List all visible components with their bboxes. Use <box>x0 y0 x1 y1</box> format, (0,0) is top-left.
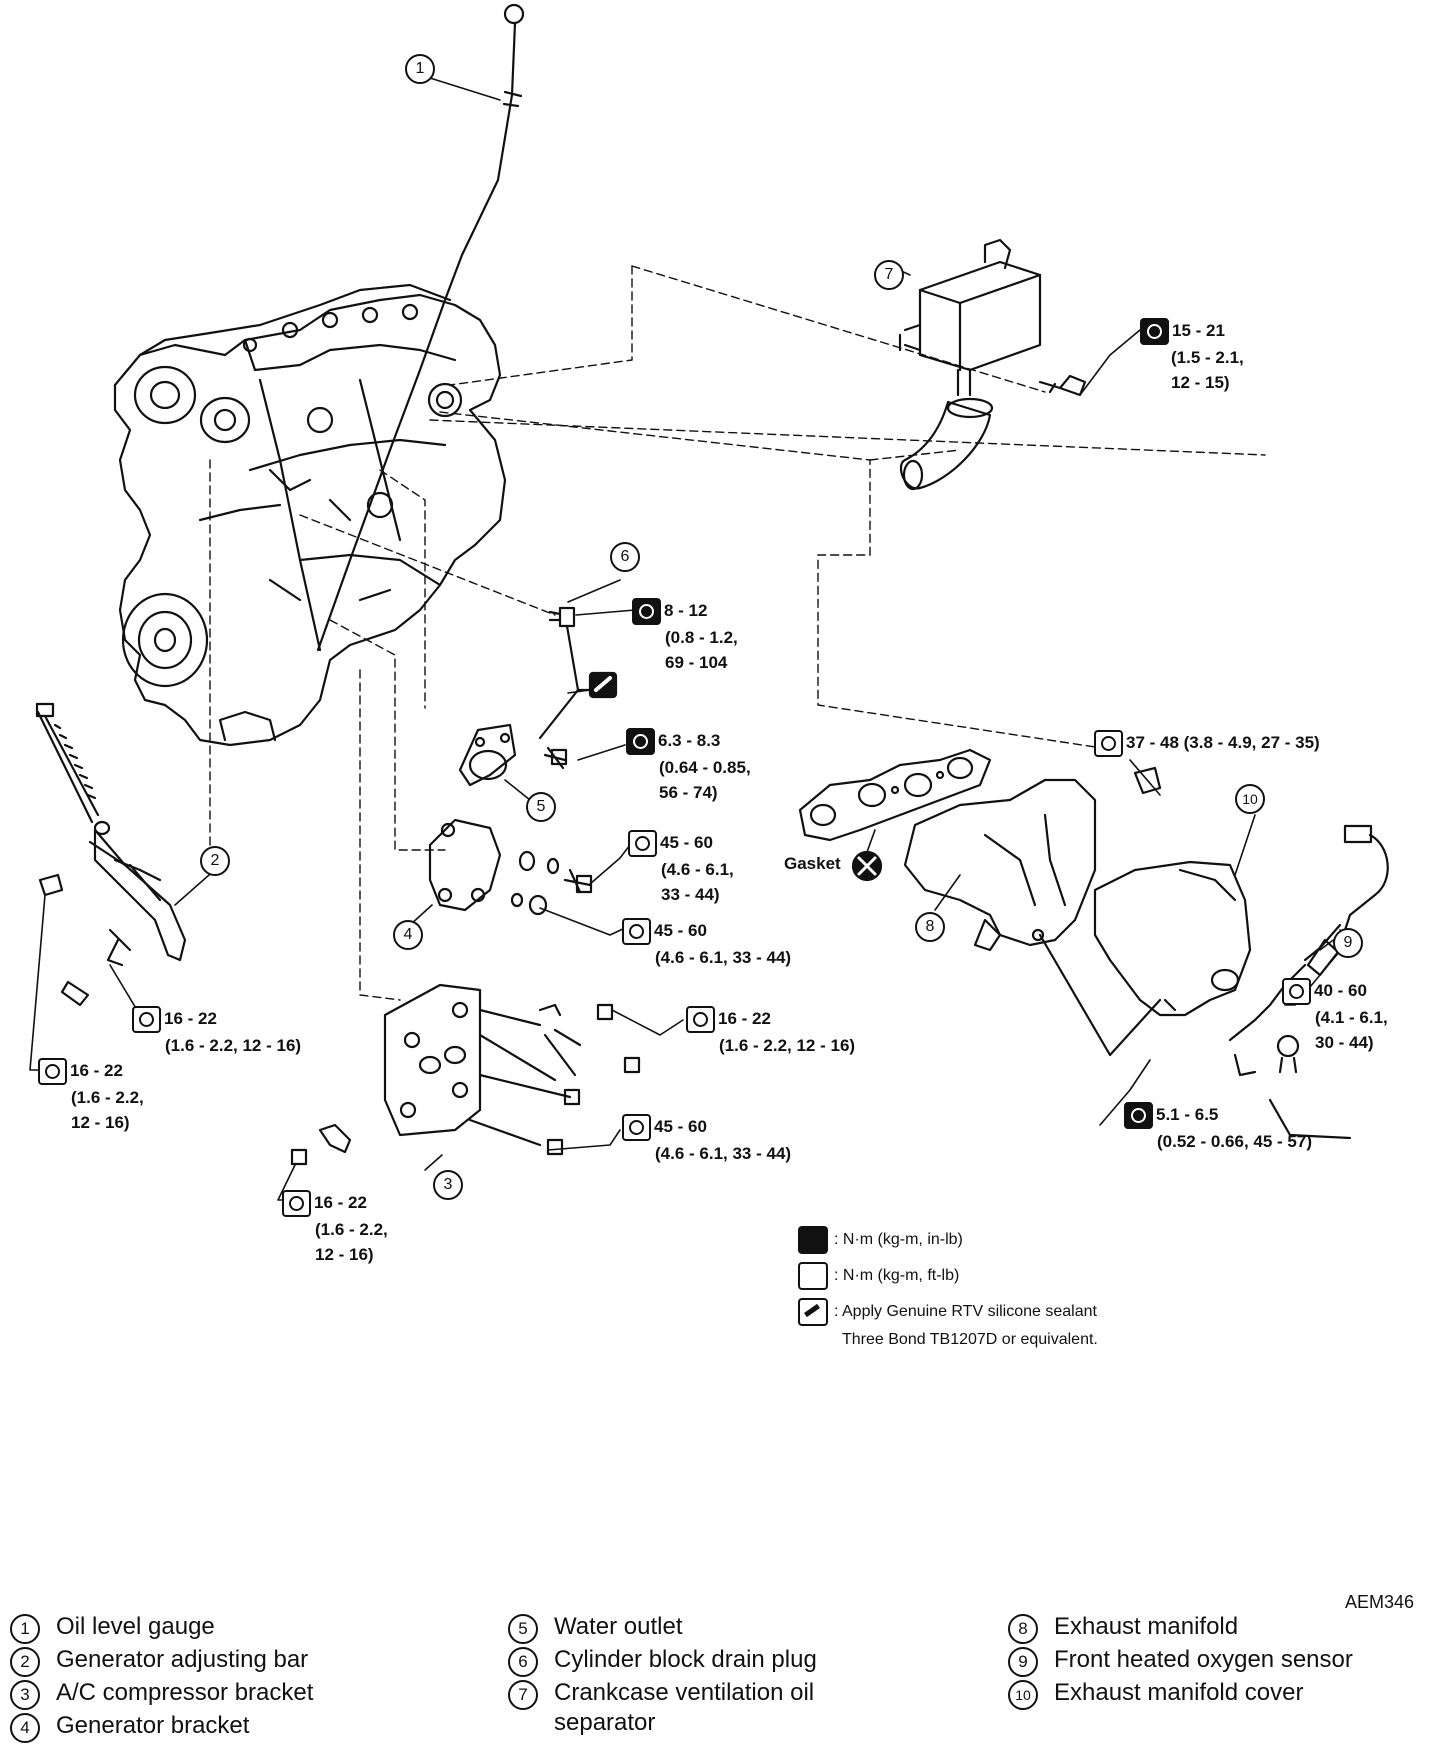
open-wrench-icon <box>1094 730 1123 758</box>
torque-spec-adjusting-bar-bolt: 16 - 22 (1.6 - 2.2, 12 - 16) <box>132 1006 301 1058</box>
torque-spec-cover-bolt: 40 - 60 (4.1 - 6.1, 30 - 44) <box>1282 978 1388 1055</box>
torque-spec-drain-plug: 8 - 12 (0.8 - 1.2, 69 - 104 <box>632 598 738 675</box>
legend-row-closed-wrench: : N·m (kg-m, in-lb) <box>798 1226 1098 1254</box>
ac-compressor-bracket-drawing <box>290 983 641 1166</box>
callout-1: 1 <box>405 54 435 84</box>
torque-spec-separator-bolt: 15 - 21 (1.5 - 2.1, 12 - 15) <box>1140 318 1244 395</box>
torque-spec-oxygen-sensor: 5.1 - 6.5 (0.52 - 0.66, 45 - 57) <box>1124 1102 1312 1154</box>
open-wrench-icon <box>1282 978 1311 1006</box>
water-outlet-drawing <box>458 723 568 787</box>
callout-3: 3 <box>433 1170 463 1200</box>
oil-separator-drawing <box>898 238 1042 491</box>
closed-wrench-icon <box>626 728 655 756</box>
open-wrench-icon <box>38 1058 67 1086</box>
closed-wrench-icon <box>798 1226 828 1254</box>
leader-lines <box>209 265 1266 1001</box>
generator-bracket-drawing <box>428 818 593 916</box>
torque-spec-generator-bracket-bolt: 45 - 60 (4.6 - 6.1, 33 - 44) <box>628 830 734 907</box>
open-wrench-icon <box>282 1190 311 1218</box>
open-wrench-icon <box>622 1114 651 1142</box>
engine-block <box>113 283 507 747</box>
closed-wrench-icon <box>632 598 661 626</box>
gasket-label: Gasket <box>784 854 841 873</box>
open-wrench-icon <box>628 830 657 858</box>
figure-code: AEM346 <box>1344 1592 1414 1612</box>
drain-plug-drawing <box>538 606 597 740</box>
torque-spec-water-outlet: 6.3 - 8.3 (0.64 - 0.85, 56 - 74) <box>626 728 751 805</box>
gasket-replace-symbol <box>851 829 883 882</box>
open-wrench-icon <box>132 1006 161 1034</box>
exploded-view-diagram <box>29 3 1389 1201</box>
callout-2: 2 <box>200 846 230 876</box>
closed-wrench-icon <box>1140 318 1169 346</box>
open-wrench-icon <box>622 918 651 946</box>
exhaust-manifold-cover-drawing <box>1093 860 1352 1140</box>
oil-level-gauge-drawing <box>316 3 525 652</box>
torque-spec-ac-bracket-left: 16 - 22 (1.6 - 2.2, 12 - 16) <box>282 1190 388 1267</box>
sealant-icon <box>798 1298 828 1326</box>
torque-spec-generator-bracket-nut: 45 - 60 (4.6 - 6.1, 33 - 44) <box>622 918 791 970</box>
callout-6: 6 <box>610 542 640 572</box>
callout-7: 7 <box>874 260 904 290</box>
torque-spec-exhaust-manifold-nut: 37 - 48 (3.8 - 4.9, 27 - 35) <box>1094 730 1320 758</box>
callout-8: 8 <box>915 912 945 942</box>
torque-spec-adjusting-bar-lower: 16 - 22 (1.6 - 2.2, 12 - 16) <box>38 1058 144 1135</box>
open-wrench-icon <box>798 1262 828 1290</box>
callout-5: 5 <box>526 792 556 822</box>
callout-10: 10 <box>1235 784 1265 814</box>
separator-bolt-drawing <box>1038 374 1087 397</box>
symbol-legend: : N·m (kg-m, in-lb) : N·m (kg-m, ft-lb) … <box>798 1226 1098 1354</box>
closed-wrench-icon <box>1124 1102 1153 1130</box>
open-wrench-icon <box>686 1006 715 1034</box>
callout-4: 4 <box>393 920 423 950</box>
torque-spec-ac-bracket-upper: 16 - 22 (1.6 - 2.2, 12 - 16) <box>686 1006 855 1058</box>
sealant-symbol <box>567 671 618 699</box>
adjusting-bar-drawing <box>35 702 187 1007</box>
torque-spec-ac-bracket-lower: 45 - 60 (4.6 - 6.1, 33 - 44) <box>622 1114 791 1166</box>
exhaust-manifold-drawing <box>798 748 1162 1057</box>
legend-row-open-wrench: : N·m (kg-m, ft-lb) <box>798 1262 1098 1290</box>
callout-9: 9 <box>1333 928 1363 958</box>
